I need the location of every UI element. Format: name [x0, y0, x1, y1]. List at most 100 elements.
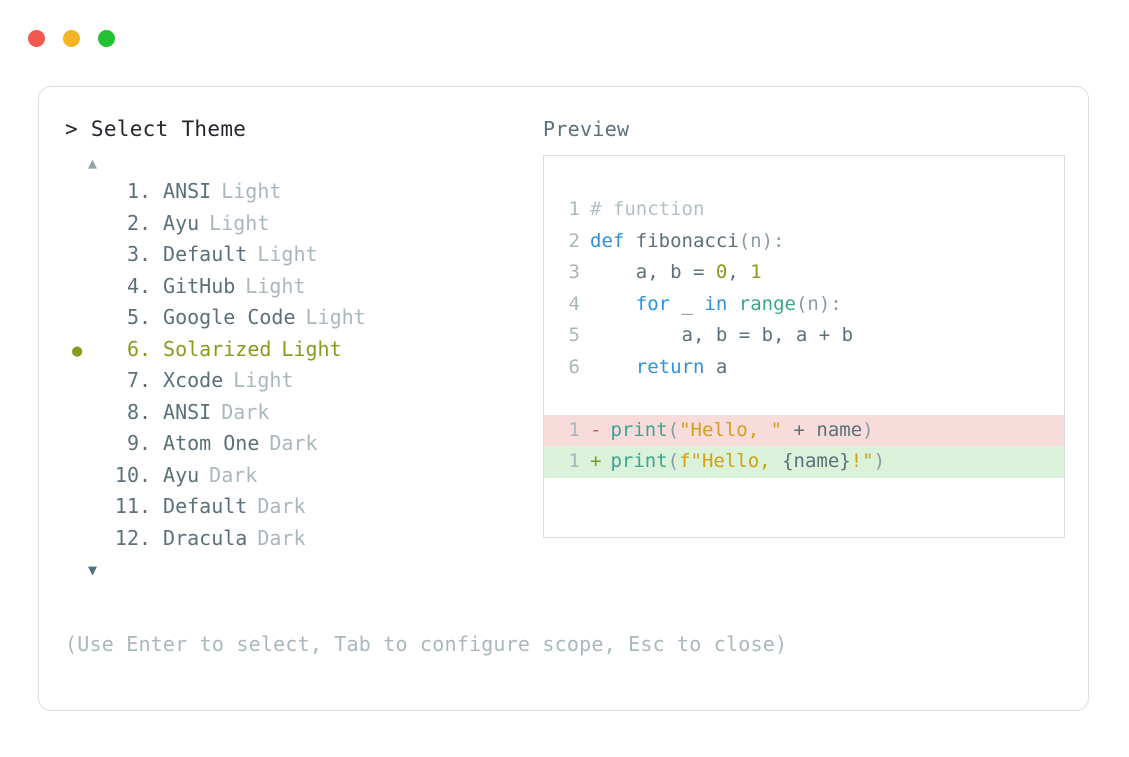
code-token: # function: [590, 198, 705, 220]
code-token: a, b = b, a + b: [590, 324, 854, 346]
theme-item-name: Xcode: [163, 368, 224, 392]
theme-list-item[interactable]: 2. Ayu Light: [65, 208, 543, 240]
code-line: 1# function: [562, 194, 1064, 226]
window-traffic-lights: [28, 30, 115, 47]
theme-item-number-separator: .: [139, 273, 152, 298]
theme-item-number-separator: .: [139, 305, 152, 329]
theme-item-name: Ayu: [163, 210, 200, 235]
theme-item-variant: Light: [221, 179, 282, 203]
theme-item-name: GitHub: [163, 273, 236, 298]
theme-item-name: Google Code: [163, 305, 296, 329]
theme-item-number-separator: .: [139, 210, 152, 235]
diff-token: ): [862, 418, 874, 441]
code-token: fibonacci: [624, 229, 739, 252]
theme-item-number-separator: .: [139, 494, 152, 518]
diff-token: (: [667, 418, 680, 441]
page-title: > Select Theme: [65, 117, 247, 141]
code-token: [727, 289, 738, 321]
theme-item-variant: Light: [305, 305, 366, 329]
code-line: 5 a, b = b, a + b: [562, 320, 1064, 352]
code-line: 6 return a: [562, 352, 1064, 384]
diff-line-number: 1: [568, 450, 580, 472]
theme-item-number: 9: [126, 431, 139, 455]
diff-token: + name: [782, 418, 863, 441]
code-token: a: [704, 355, 728, 378]
diff-token: ): [873, 450, 886, 472]
theme-item-number-separator: .: [139, 368, 152, 392]
theme-item-name: Ayu: [163, 462, 200, 487]
code-token: in: [704, 292, 728, 315]
code-token: (n):: [795, 292, 842, 315]
diff-removed-line: 1-print("Hello, " + name): [544, 414, 1064, 446]
theme-item-variant: Light: [257, 242, 318, 266]
diff-token: f"Hello,: [679, 450, 783, 472]
preview-label: Preview: [543, 117, 630, 141]
diff-added-line: 1+print(f"Hello, {name}!"): [544, 446, 1064, 478]
code-token: (n):: [738, 229, 785, 252]
theme-item-name: ANSI: [163, 399, 212, 424]
theme-item-name: Default: [163, 242, 248, 266]
scroll-down-icon[interactable]: ▼: [88, 561, 98, 579]
diff-line-number: 1: [568, 418, 580, 441]
theme-item-number: 8: [126, 399, 139, 424]
close-window-button[interactable]: [28, 30, 45, 47]
theme-item-number-separator: .: [139, 179, 152, 203]
scroll-up-icon[interactable]: ▲: [88, 154, 98, 172]
theme-item-variant: Dark: [209, 462, 258, 487]
diff-plus-marker: +: [590, 450, 602, 472]
code-token: 1: [750, 261, 762, 283]
code-token: def: [590, 229, 625, 252]
code-token: [590, 352, 636, 384]
diff-token: print: [610, 418, 668, 441]
diff-token: !": [850, 450, 874, 472]
theme-item-number: 10: [114, 462, 139, 487]
theme-item-number-separator: .: [139, 336, 152, 361]
theme-item-number-separator: .: [139, 399, 152, 424]
theme-item-variant: Dark: [257, 525, 306, 550]
keyboard-hint: (Use Enter to select, Tab to configure s…: [65, 632, 788, 656]
selected-bullet-icon: ●: [72, 340, 83, 361]
diff-token: {name}: [782, 450, 851, 472]
code-spacer: [544, 383, 1064, 415]
code-token: for: [635, 292, 671, 315]
theme-item-variant: Light: [209, 210, 270, 235]
theme-item-variant: Dark: [257, 494, 306, 518]
code-line-number: 2: [568, 229, 580, 252]
code-line-number: 5: [568, 324, 580, 346]
theme-item-variant: Light: [245, 273, 306, 298]
theme-item-number: 2: [126, 210, 139, 235]
code-token: a, b =: [590, 261, 716, 283]
theme-item-name: Default: [163, 494, 248, 518]
code-token: ,: [727, 261, 751, 283]
code-token: return: [635, 355, 705, 378]
theme-list-item[interactable]: 10. Ayu Dark: [65, 460, 543, 492]
code-token: [590, 289, 636, 321]
minimize-window-button[interactable]: [63, 30, 80, 47]
code-line-number: 4: [568, 292, 580, 315]
diff-token: print: [610, 450, 668, 472]
theme-item-number-separator: .: [139, 462, 152, 487]
code-line: 2 def fibonacci(n):: [562, 226, 1064, 258]
theme-item-number-separator: .: [139, 431, 152, 455]
theme-item-variant: Light: [281, 336, 342, 361]
theme-item-variant: Light: [233, 368, 294, 392]
diff-token: "Hello, ": [679, 418, 783, 441]
maximize-window-button[interactable]: [98, 30, 115, 47]
